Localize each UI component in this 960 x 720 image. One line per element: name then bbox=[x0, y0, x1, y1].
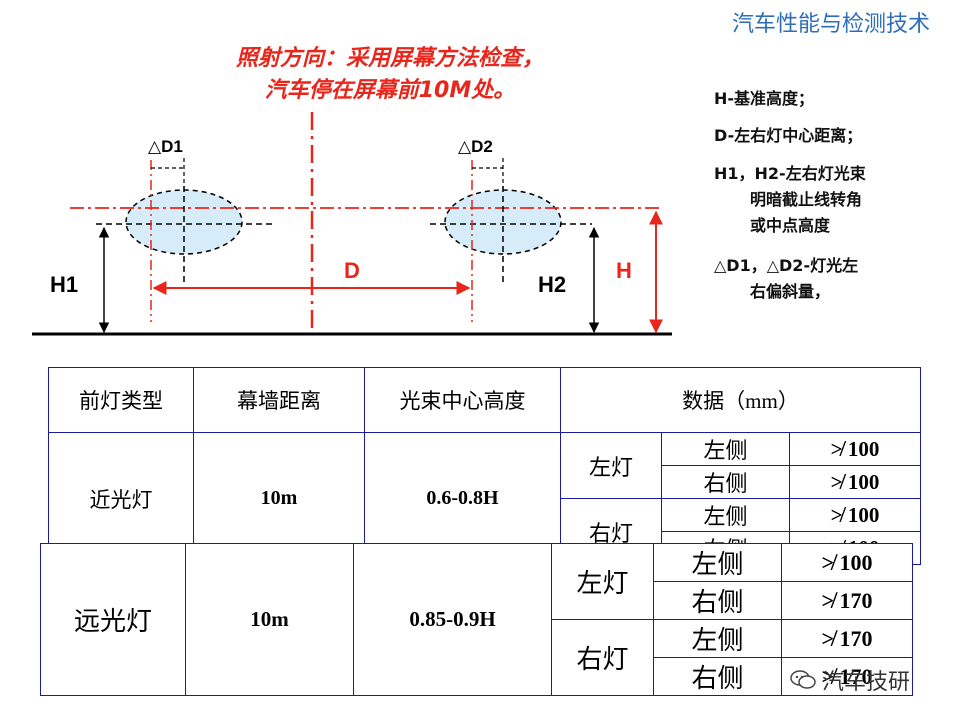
watermark: 汽车技研 bbox=[790, 664, 910, 696]
header-lamp-type: 前灯类型 bbox=[48, 367, 194, 433]
distance-cell: 10m bbox=[185, 543, 354, 696]
watermark-text: 汽车技研 bbox=[822, 670, 911, 695]
distance-cell: 10m bbox=[193, 432, 365, 565]
label-h2: H2 bbox=[538, 272, 566, 297]
height-cell: 0.85-0.9H bbox=[353, 543, 552, 696]
header-wall-distance: 幕墙距离 bbox=[193, 367, 365, 433]
lamp-name-cell: 左灯 bbox=[560, 432, 662, 499]
legend-line: 右偏斜量， bbox=[750, 282, 831, 301]
lamp-name-cell: 左灯 bbox=[551, 543, 654, 620]
side-cell: 右侧 bbox=[661, 465, 790, 499]
instruction-line-2: 汽车停在屏幕前10M处。 bbox=[264, 78, 516, 103]
lamp-name-cell: 右灯 bbox=[551, 619, 654, 696]
label-delta-d2: △D2 bbox=[458, 137, 493, 156]
course-title: 汽车性能与检测技术 bbox=[731, 12, 930, 37]
legend-line: D-左右灯中心距离； bbox=[714, 126, 863, 145]
headlight-diagram: △D1 △D2 H1 H2 D H bbox=[32, 112, 672, 336]
legend-line: △D1，△D2-灯光左 bbox=[714, 256, 859, 275]
value-cell: ≯ 100 bbox=[788, 432, 922, 466]
side-cell: 右侧 bbox=[653, 657, 782, 696]
side-cell: 左侧 bbox=[653, 619, 782, 658]
header-data: 数据（mm） bbox=[559, 367, 922, 433]
side-cell: 左侧 bbox=[661, 498, 790, 532]
legend-line: H1，H2-左右灯光束 bbox=[714, 164, 866, 183]
high-beam-table: 远光灯 10m 0.85-0.9H 左灯 左侧 ≯ 100 右侧 ≯ 170 右… bbox=[40, 543, 913, 696]
label-d: D bbox=[344, 258, 360, 283]
value-cell: ≯ 170 bbox=[781, 581, 913, 620]
legend-line: 明暗截止线转角 bbox=[750, 190, 863, 209]
value-cell: ≯ 100 bbox=[781, 543, 913, 582]
value-cell: ≯ 100 bbox=[788, 498, 922, 532]
low-beam-table: 前灯类型 幕墙距离 光束中心高度 数据（mm） 近光灯 10m 0.6-0.8H… bbox=[48, 367, 922, 565]
header-beam-height: 光束中心高度 bbox=[364, 367, 561, 433]
instruction-line-1: 照射方向：采用屏幕方法检查， bbox=[235, 46, 544, 71]
legend-line: 或中点高度 bbox=[750, 216, 831, 235]
label-h1: H1 bbox=[50, 272, 78, 297]
value-cell: ≯ 170 bbox=[781, 619, 913, 658]
label-delta-d1: △D1 bbox=[148, 137, 183, 156]
side-cell: 右侧 bbox=[653, 581, 782, 620]
side-cell: 左侧 bbox=[653, 543, 782, 582]
side-cell: 左侧 bbox=[661, 432, 790, 466]
wechat-icon bbox=[790, 670, 816, 690]
label-h: H bbox=[616, 258, 632, 283]
legend-line: H-基准高度； bbox=[714, 89, 815, 108]
lamp-type-cell: 远光灯 bbox=[40, 543, 186, 696]
value-cell: ≯ 170 bbox=[781, 657, 913, 696]
value-cell: ≯ 100 bbox=[788, 465, 922, 499]
